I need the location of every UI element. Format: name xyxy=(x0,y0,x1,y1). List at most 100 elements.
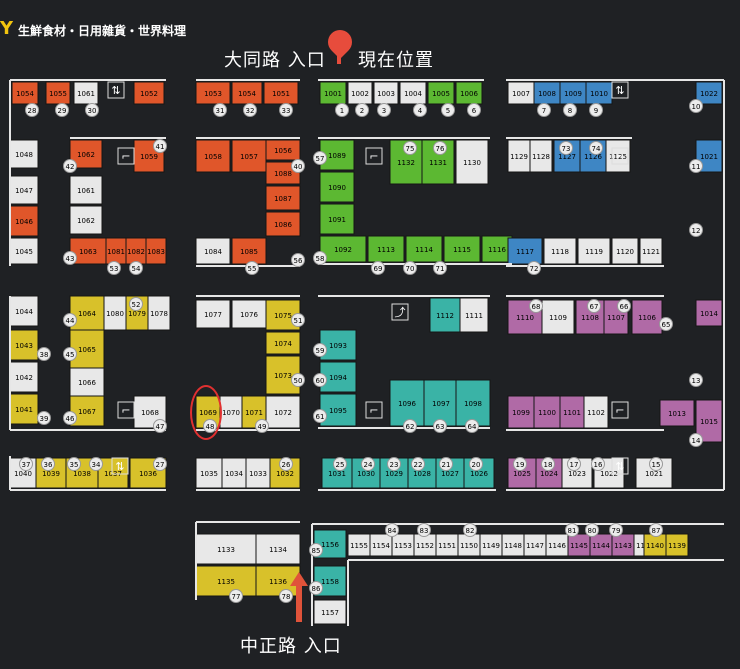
store-unit xyxy=(695,299,723,327)
store-unit xyxy=(265,211,301,237)
marker-number: 45 xyxy=(66,351,75,359)
location-marker xyxy=(313,343,327,357)
stairs-icon: ⌐ xyxy=(369,404,378,417)
location-marker xyxy=(413,103,427,117)
store-number: 1065 xyxy=(78,346,96,354)
location-marker xyxy=(361,457,375,471)
store-number: 1121 xyxy=(642,248,660,256)
store-number: 1134 xyxy=(269,546,287,554)
store-number: 1058 xyxy=(204,153,222,161)
store-unit xyxy=(459,297,489,333)
location-marker xyxy=(335,103,349,117)
location-marker xyxy=(291,253,305,267)
store-number: 1097 xyxy=(432,400,450,408)
marker-number: 22 xyxy=(414,461,423,469)
marker-number: 86 xyxy=(312,585,321,593)
location-marker xyxy=(313,151,327,165)
location-marker xyxy=(313,409,327,423)
store-unit xyxy=(195,533,257,565)
location-marker xyxy=(433,419,447,433)
marker-number: 82 xyxy=(466,527,475,535)
location-marker xyxy=(649,457,663,471)
marker-number: 32 xyxy=(246,107,255,115)
store-unit xyxy=(639,237,663,265)
store-number: 1023 xyxy=(568,470,586,478)
store-unit xyxy=(541,299,575,335)
marker-number: 20 xyxy=(472,461,481,469)
you-are-here-label: 現在位置 xyxy=(358,50,434,71)
brand-mark: Y xyxy=(0,18,14,39)
marker-number: 53 xyxy=(110,265,119,273)
location-marker xyxy=(585,523,599,537)
stairs-icon: ⌐ xyxy=(615,150,624,163)
store-unit xyxy=(265,395,301,429)
store-number: 1033 xyxy=(249,470,267,478)
location-marker xyxy=(659,317,673,331)
location-marker xyxy=(291,313,305,327)
marker-number: 41 xyxy=(156,143,165,151)
store-number: 1156 xyxy=(321,541,339,549)
marker-number: 72 xyxy=(530,265,539,273)
store-unit xyxy=(9,393,39,425)
store-number: 1001 xyxy=(324,90,342,98)
store-number: 1063 xyxy=(79,248,97,256)
marker-number: 74 xyxy=(592,145,601,153)
store-number: 1044 xyxy=(15,308,33,316)
store-number: 1158 xyxy=(321,578,339,586)
marker-number: 61 xyxy=(316,413,325,421)
store-number: 1085 xyxy=(240,248,258,256)
location-pin-tail xyxy=(337,52,341,64)
store-number: 1082 xyxy=(127,248,145,256)
store-unit xyxy=(221,457,247,489)
store-number: 1102 xyxy=(587,409,605,417)
marker-number: 85 xyxy=(312,547,321,555)
location-marker xyxy=(463,523,477,537)
store-number: 1074 xyxy=(274,340,292,348)
store-number: 1140 xyxy=(646,542,664,550)
store-number: 1119 xyxy=(585,248,603,256)
marker-number: 16 xyxy=(594,461,603,469)
location-marker xyxy=(565,523,579,537)
store-number: 1126 xyxy=(584,153,602,161)
store-unit xyxy=(69,205,103,235)
location-marker xyxy=(245,261,259,275)
marker-number: 64 xyxy=(468,423,477,431)
store-number: 1008 xyxy=(538,90,556,98)
highlighted-store-ring xyxy=(190,385,222,440)
marker-number: 23 xyxy=(390,461,399,469)
store-number: 1081 xyxy=(107,248,125,256)
location-marker xyxy=(537,103,551,117)
store-unit xyxy=(231,139,267,173)
elevator-icon: ⇅ xyxy=(111,84,120,97)
store-number: 1061 xyxy=(77,90,95,98)
marker-number: 7 xyxy=(542,107,546,115)
marker-number: 81 xyxy=(568,527,577,535)
store-number: 1135 xyxy=(217,578,235,586)
marker-number: 57 xyxy=(316,155,325,163)
location-marker xyxy=(63,313,77,327)
marker-number: 31 xyxy=(216,107,225,115)
stairs-icon: ⌐ xyxy=(121,404,130,417)
store-number: 1101 xyxy=(563,409,581,417)
store-unit xyxy=(605,139,631,173)
store-number: 1032 xyxy=(276,470,294,478)
entrance-arrow-shaft xyxy=(296,584,302,622)
store-number: 1057 xyxy=(240,153,258,161)
marker-number: 12 xyxy=(692,227,701,235)
store-unit xyxy=(631,299,663,335)
marker-number: 47 xyxy=(156,423,165,431)
store-unit xyxy=(319,203,355,235)
marker-number: 77 xyxy=(232,593,241,601)
store-number: 1125 xyxy=(609,153,627,161)
store-number: 1027 xyxy=(441,470,459,478)
store-number: 1130 xyxy=(463,159,481,167)
location-marker xyxy=(385,523,399,537)
store-unit xyxy=(195,299,231,329)
store-number: 1144 xyxy=(592,542,610,550)
store-number: 1107 xyxy=(607,314,625,322)
store-number: 1035 xyxy=(200,470,218,478)
location-marker xyxy=(403,141,417,155)
marker-number: 67 xyxy=(590,303,599,311)
marker-number: 37 xyxy=(22,461,31,469)
